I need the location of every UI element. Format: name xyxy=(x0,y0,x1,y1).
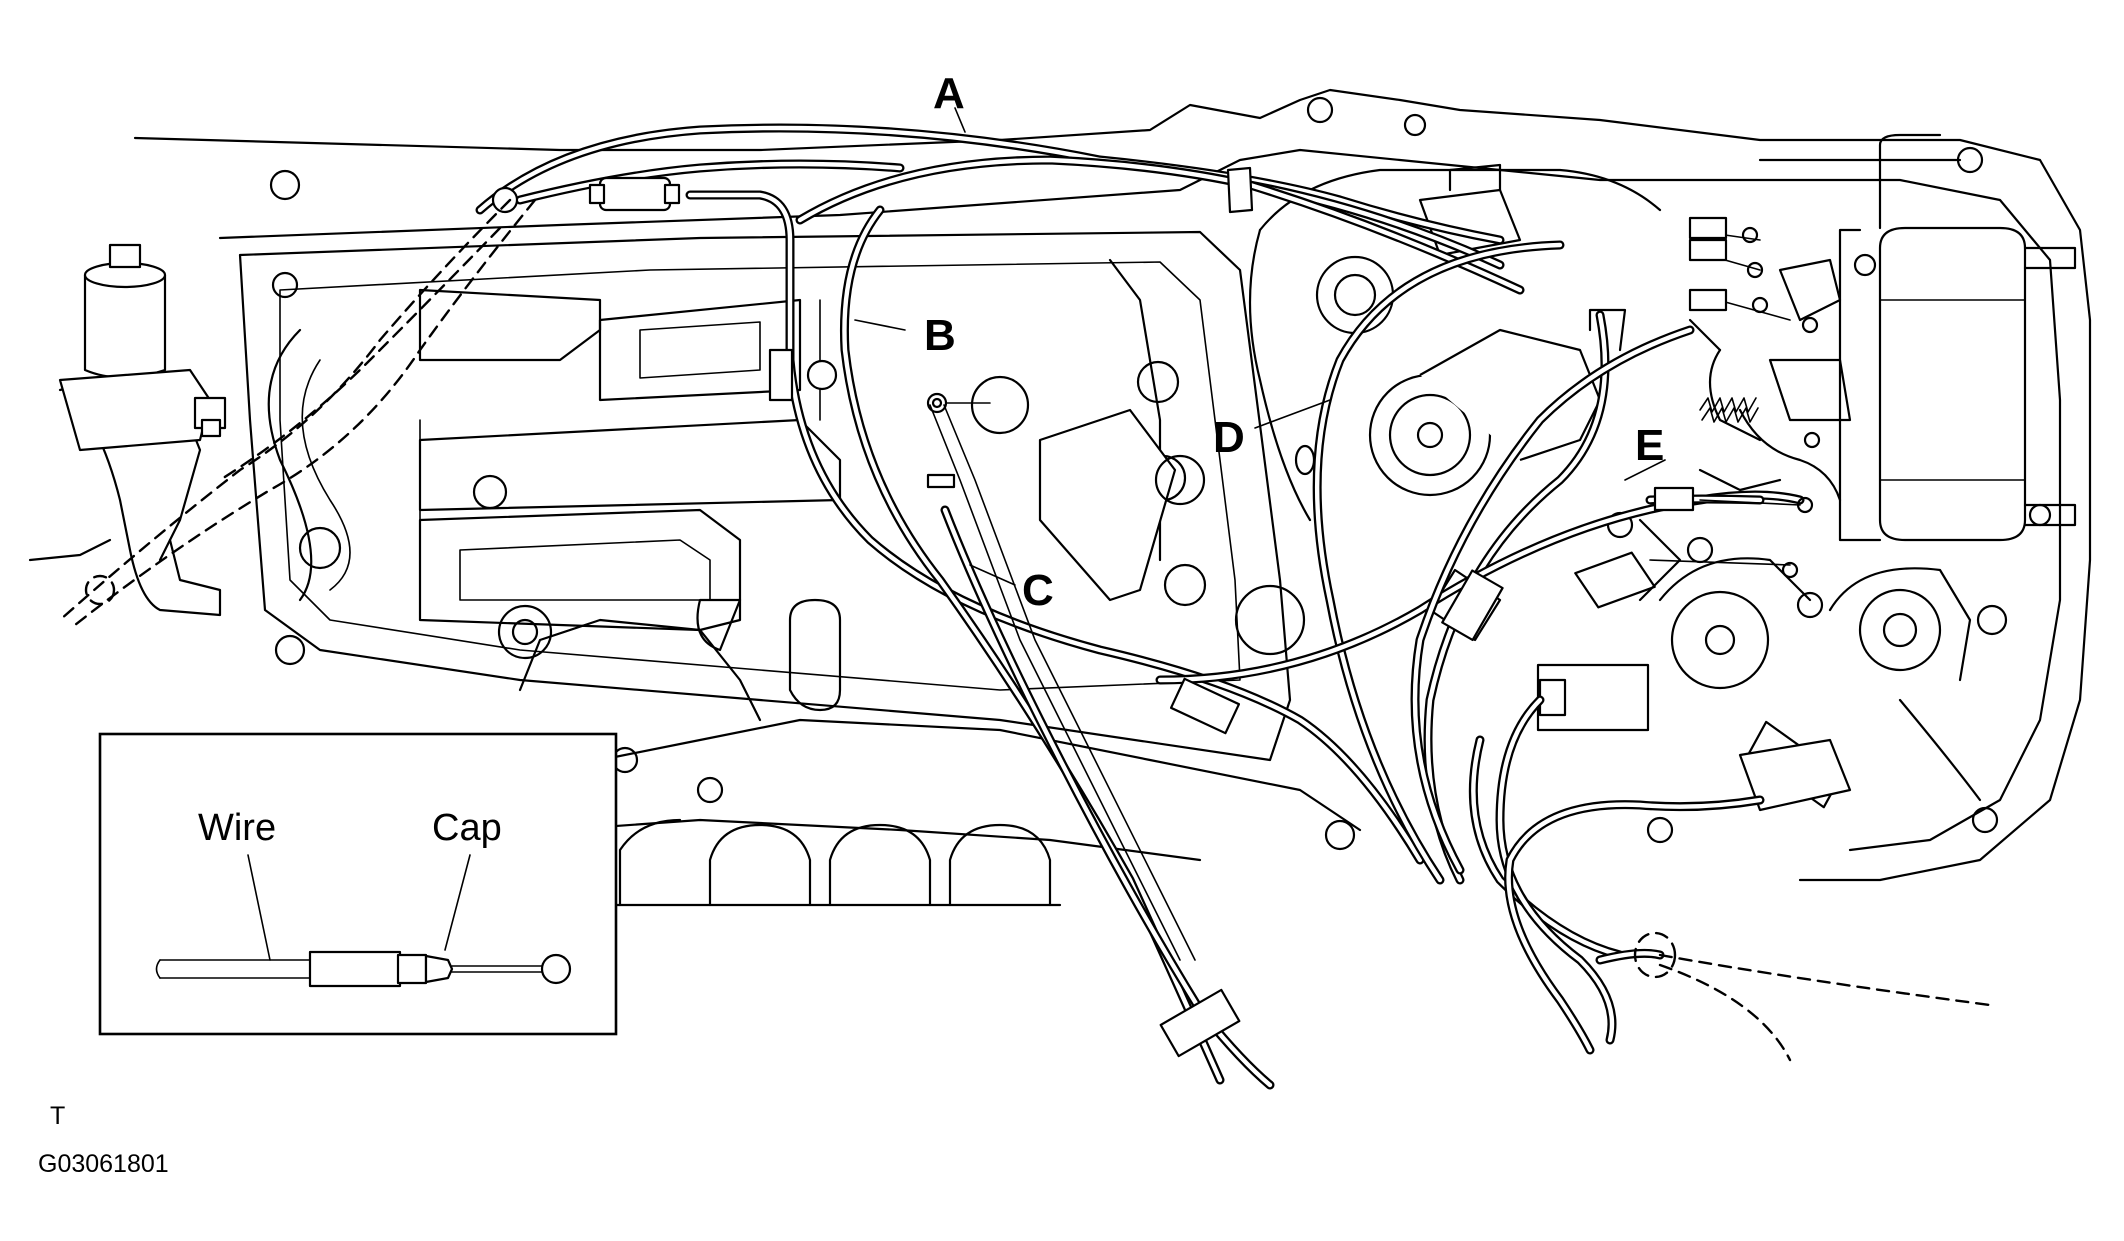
callout-e: E xyxy=(1635,421,1664,470)
cable-clamps xyxy=(491,166,1821,1058)
inset-cap-label: Cap xyxy=(432,807,502,849)
harness-cables xyxy=(475,123,1805,1090)
callout-c: C xyxy=(1022,566,1054,615)
orientation-mark: T xyxy=(50,1102,65,1130)
callout-a: A xyxy=(933,69,965,118)
transmission-case xyxy=(28,88,2092,907)
inset-frame xyxy=(98,732,618,1036)
inset-wire-label: Wire xyxy=(198,807,276,849)
hidden-lines xyxy=(58,198,1992,1062)
callout-labels: A B C D E xyxy=(924,69,1664,615)
callout-leaders xyxy=(854,107,1666,586)
figure-id: G03061801 xyxy=(38,1150,169,1178)
left-actuator xyxy=(58,243,227,452)
callout-d: D xyxy=(1213,413,1245,462)
callout-b: B xyxy=(924,311,956,360)
inset-detail: Wire Cap xyxy=(98,732,618,1036)
